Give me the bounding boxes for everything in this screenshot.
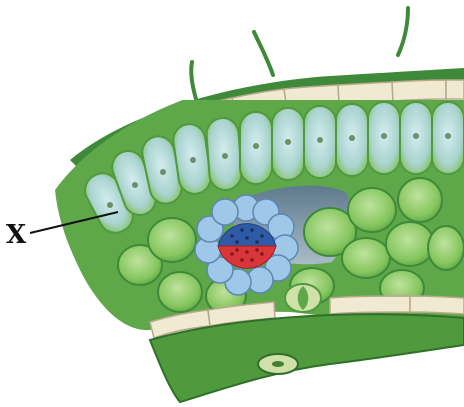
surface-stoma bbox=[258, 354, 298, 374]
lower-stoma bbox=[285, 284, 321, 312]
label-x: X bbox=[6, 220, 26, 250]
